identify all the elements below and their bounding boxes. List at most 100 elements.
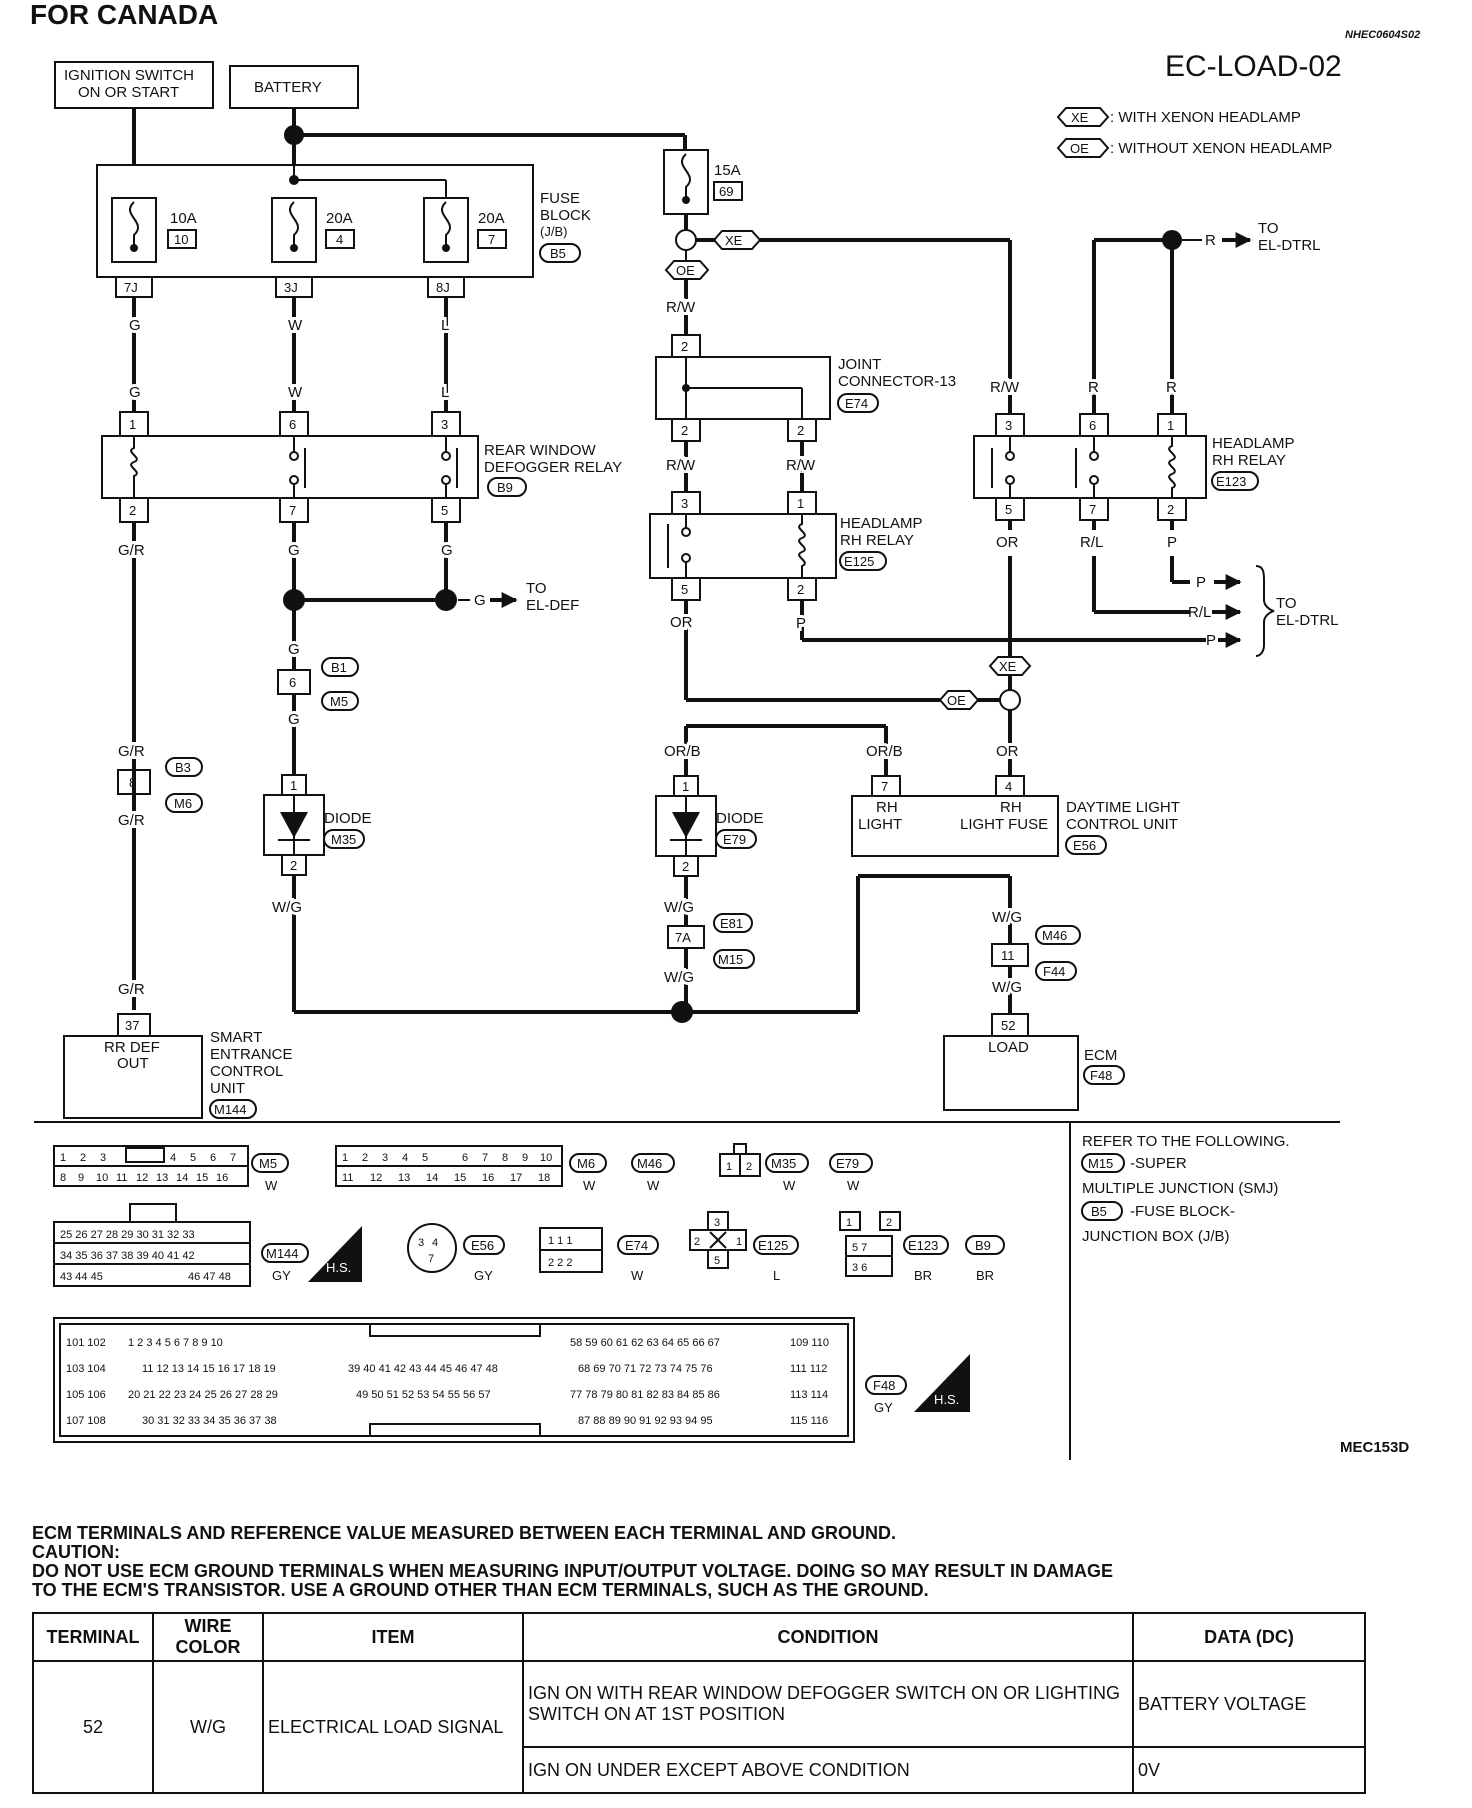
ecm-terminal-table: TERMINAL WIRE COLOR ITEM CONDITION DATA …	[32, 1612, 1366, 1794]
svg-text:5: 5	[681, 582, 688, 597]
th-item: ITEM	[262, 1612, 524, 1662]
svg-text:M5: M5	[259, 1156, 277, 1171]
wire-r-2: R	[1166, 379, 1177, 396]
to-el-def-2: EL-DEF	[526, 597, 579, 614]
xe-text: : WITH XENON HEADLAMP	[1110, 109, 1301, 126]
svg-text:REFER TO THE FOLLOWING.: REFER TO THE FOLLOWING.	[1082, 1133, 1290, 1150]
wire-rl-2: R/L	[1188, 604, 1211, 621]
wire-rw-2: R/W	[666, 457, 696, 474]
wire-p-3: P	[1196, 574, 1206, 591]
b5-tag-shape	[539, 243, 581, 263]
svg-text:8: 8	[60, 1172, 66, 1184]
cell-condition: IGN ON WITH REAR WINDOW DEFOGGER SWITCH …	[522, 1660, 1134, 1748]
svg-text:3 6: 3 6	[852, 1262, 867, 1274]
ign-switch-line2: ON OR START	[78, 84, 179, 101]
b3-tag: B3	[175, 760, 191, 775]
svg-text:1: 1	[342, 1152, 348, 1164]
svg-text:2: 2	[681, 423, 688, 438]
svg-text:20A: 20A	[326, 210, 353, 227]
notes-line-4: TO THE ECM'S TRANSISTOR. USE A GROUND OT…	[32, 1580, 929, 1600]
svg-text:E123: E123	[908, 1238, 938, 1253]
ecm-pin: 52	[1001, 1018, 1015, 1033]
svg-text:3: 3	[382, 1152, 388, 1164]
wire-rl-1: R/L	[1080, 534, 1103, 551]
notes-line-2: CAUTION:	[32, 1542, 120, 1562]
svg-text:1: 1	[290, 778, 297, 793]
svg-text:20A: 20A	[478, 210, 505, 227]
svg-text:W: W	[583, 1178, 596, 1193]
svg-text:101 102: 101 102	[66, 1337, 106, 1349]
fuse-4: 20A 4	[271, 197, 355, 263]
svg-text:4: 4	[1005, 779, 1012, 794]
daytime-light-control-unit	[851, 795, 1059, 857]
cell-condition: IGN ON UNDER EXCEPT ABOVE CONDITION	[522, 1746, 1134, 1794]
svg-text:12: 12	[370, 1172, 382, 1184]
smart-label1: SMART	[210, 1029, 262, 1046]
m6-tag: M6	[174, 796, 192, 811]
wire-p-4: P	[1206, 632, 1216, 649]
xe-tag-1: XE	[725, 233, 743, 248]
fuse-69-amps: 15A	[714, 162, 741, 179]
svg-text:E74: E74	[625, 1238, 648, 1253]
connector-view-e74: 1 1 12 2 2 E74 W	[539, 1227, 659, 1283]
svg-text:113 114: 113 114	[790, 1389, 828, 1401]
svg-text:W: W	[647, 1178, 660, 1193]
battery-box	[229, 65, 359, 109]
refer-note: REFER TO THE FOLLOWING. M15 -SUPER MULTI…	[1081, 1133, 1290, 1245]
e125-label1: HEADLAMP	[840, 515, 923, 532]
svg-text:2: 2	[362, 1152, 368, 1164]
svg-text:3: 3	[418, 1237, 424, 1249]
notes-line-1: ECM TERMINALS AND REFERENCE VALUE MEASUR…	[32, 1523, 897, 1543]
svg-text:W: W	[783, 1178, 796, 1193]
svg-text:7: 7	[488, 232, 495, 247]
svg-text:E56: E56	[471, 1238, 494, 1253]
e123-label1: HEADLAMP	[1212, 435, 1295, 452]
svg-text:2: 2	[1167, 502, 1174, 517]
svg-text:5: 5	[422, 1152, 428, 1164]
svg-text:BR: BR	[914, 1268, 932, 1283]
svg-text:6: 6	[289, 417, 296, 432]
b3-m6-pin: 8	[129, 775, 136, 790]
fuse-block-label3: (J/B)	[540, 224, 567, 239]
page-id: EC-LOAD-02	[1165, 50, 1342, 83]
b9-tag: B9	[497, 480, 513, 495]
svg-text:GY: GY	[272, 1268, 291, 1283]
fuse-block-label2: BLOCK	[540, 207, 591, 224]
diode-e79-label: DIODE	[716, 810, 764, 827]
svg-text:E125: E125	[758, 1238, 788, 1253]
svg-text:3: 3	[714, 1217, 720, 1229]
battery-label: BATTERY	[254, 79, 322, 96]
svg-text:14: 14	[426, 1172, 438, 1184]
svg-text:109 110: 109 110	[790, 1337, 829, 1349]
e79-tag: E79	[723, 832, 746, 847]
svg-text:30 31 32 33 34 35 36 37 38: 30 31 32 33 34 35 36 37 38	[142, 1415, 277, 1427]
svg-text:7: 7	[881, 779, 888, 794]
svg-text:JUNCTION BOX (J/B): JUNCTION BOX (J/B)	[1082, 1228, 1230, 1245]
dtrl-pin7-label1: RH	[876, 799, 898, 816]
doc-code: NHEC0604S02	[1345, 29, 1420, 41]
legend: XE : WITH XENON HEADLAMP OE : WITHOUT XE…	[1056, 107, 1332, 158]
svg-text:5: 5	[190, 1152, 196, 1164]
svg-text:F48: F48	[873, 1378, 895, 1393]
svg-text:39 40 41 42 43 44 45 46 47 48: 39 40 41 42 43 44 45 46 47 48	[348, 1363, 498, 1375]
e56-tag: E56	[1073, 838, 1096, 853]
table-row: 52 W/G ELECTRICAL LOAD SIGNAL IGN ON WIT…	[32, 1660, 1366, 1794]
svg-text:3: 3	[681, 496, 688, 511]
defogger-relay-label2: DEFOGGER RELAY	[484, 459, 622, 476]
oe-tag-2: OE	[947, 693, 966, 708]
svg-text:GY: GY	[474, 1268, 493, 1283]
e74-tag: E74	[845, 396, 868, 411]
svg-text:GY: GY	[874, 1400, 893, 1415]
svg-text:H.S.: H.S.	[326, 1260, 351, 1275]
svg-text:103 104: 103 104	[66, 1363, 106, 1375]
wire-l-2: L	[441, 384, 449, 401]
wire-wg-5: W/G	[992, 979, 1022, 996]
svg-text:2: 2	[797, 423, 804, 438]
svg-text:2: 2	[886, 1217, 892, 1229]
f48-tag: F48	[1090, 1068, 1112, 1083]
svg-text:BR: BR	[976, 1268, 994, 1283]
e123-tag: E123	[1216, 474, 1246, 489]
